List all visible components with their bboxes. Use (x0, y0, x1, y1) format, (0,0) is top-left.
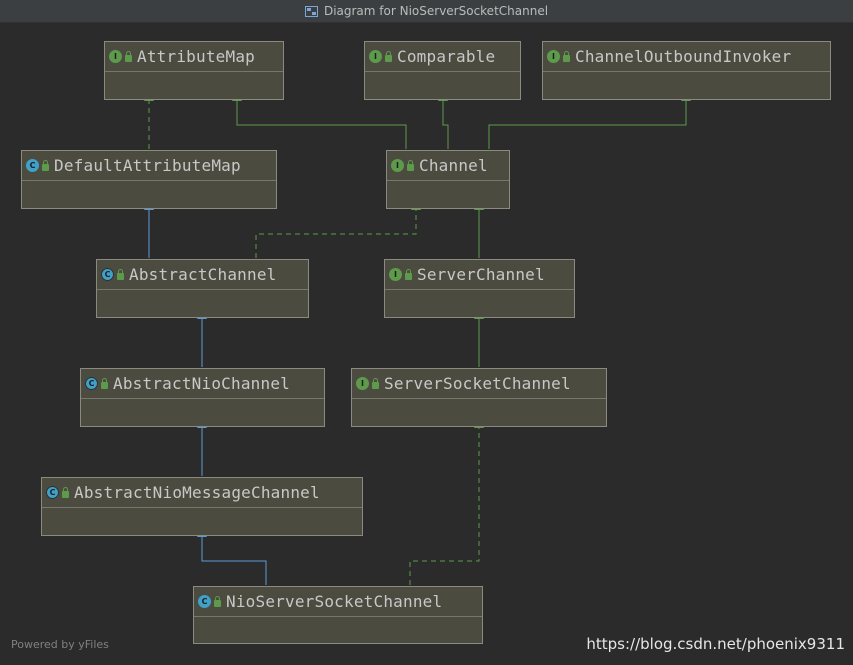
node-abstractchannel-header: C AbstractChannel (97, 260, 308, 290)
lock-icon (405, 268, 412, 280)
node-label: ServerSocketChannel (384, 374, 571, 393)
interface-icon: I (356, 377, 369, 390)
node-nioserversocketchannel[interactable]: C NioServerSocketChannel (193, 586, 483, 644)
node-defaultattributemap[interactable]: C DefaultAttributeMap (21, 150, 277, 209)
interface-icon: I (391, 159, 404, 172)
diagram-edges (144, 92, 691, 585)
interface-icon: I (547, 50, 560, 63)
edge-channel-comparable (438, 92, 449, 149)
node-serverchannel-header: I ServerChannel (385, 260, 574, 290)
edge-nioserversocketchannel-abstractniomessagechannel (197, 528, 267, 585)
abstract-class-icon: C (46, 486, 59, 499)
node-channel-header: I Channel (387, 151, 509, 181)
node-label: DefaultAttributeMap (54, 156, 241, 175)
node-serversocketchannel-header: I ServerSocketChannel (352, 369, 606, 399)
lock-icon (372, 377, 379, 389)
abstract-class-icon: C (85, 377, 98, 390)
class-icon: C (198, 595, 211, 608)
node-label: Channel (419, 156, 488, 175)
abstract-class-icon: C (101, 268, 114, 281)
node-comparable[interactable]: I Comparable (364, 41, 521, 100)
node-label: ServerChannel (417, 265, 545, 284)
powered-by-label: Powered by yFiles (11, 638, 109, 651)
node-label: AbstractChannel (129, 265, 277, 284)
node-serverchannel[interactable]: I ServerChannel (384, 259, 575, 318)
class-icon: C (26, 159, 39, 172)
node-abstractniomessagechannel[interactable]: C AbstractNioMessageChannel (41, 477, 363, 536)
node-serversocketchannel[interactable]: I ServerSocketChannel (351, 368, 607, 427)
edge-abstractchannel-channel (255, 201, 421, 258)
lock-icon (62, 486, 69, 498)
interface-icon: I (369, 50, 382, 63)
node-channeloutboundinvoker[interactable]: I ChannelOutboundInvoker (542, 41, 831, 100)
node-attributemap-header: I AttributeMap (105, 42, 283, 72)
node-abstractniomessagechannel-header: C AbstractNioMessageChannel (42, 478, 362, 508)
interface-icon: I (109, 50, 122, 63)
lock-icon (214, 595, 221, 607)
node-defaultattributemap-header: C DefaultAttributeMap (22, 151, 276, 181)
lock-icon (42, 159, 49, 171)
node-label: AttributeMap (137, 47, 255, 66)
lock-icon (385, 50, 392, 62)
node-label: AbstractNioChannel (113, 374, 290, 393)
edge-nioserversocketchannel-serversocketchannel (409, 419, 484, 585)
diagram-canvas[interactable]: I AttributeMap I Comparable I ChannelOut… (1, 23, 852, 665)
node-abstractchannel[interactable]: C AbstractChannel (96, 259, 309, 318)
edge-channel-channeloutboundinvoker (488, 92, 691, 149)
node-label: AbstractNioMessageChannel (74, 483, 320, 502)
node-abstractniochannel[interactable]: C AbstractNioChannel (80, 368, 325, 427)
node-label: Comparable (397, 47, 496, 66)
lock-icon (117, 268, 124, 280)
node-channeloutboundinvoker-header: I ChannelOutboundInvoker (543, 42, 830, 72)
node-comparable-header: I Comparable (365, 42, 520, 72)
watermark-url: https://blog.csdn.net/phoenix9311 (586, 635, 845, 653)
node-label: NioServerSocketChannel (226, 592, 443, 611)
edge-channel-attributemap (232, 92, 407, 149)
interface-icon: I (389, 268, 402, 281)
node-abstractniochannel-header: C AbstractNioChannel (81, 369, 324, 399)
diagram-icon (304, 5, 318, 17)
node-label: ChannelOutboundInvoker (575, 47, 792, 66)
lock-icon (125, 50, 132, 62)
lock-icon (563, 50, 570, 62)
node-nioserversocketchannel-header: C NioServerSocketChannel (194, 587, 482, 617)
window-title: Diagram for NioServerSocketChannel (323, 4, 549, 18)
lock-icon (407, 159, 414, 171)
lock-icon (101, 377, 108, 389)
node-attributemap[interactable]: I AttributeMap (104, 41, 284, 100)
window-titlebar: Diagram for NioServerSocketChannel (0, 0, 853, 23)
node-channel[interactable]: I Channel (386, 150, 510, 209)
